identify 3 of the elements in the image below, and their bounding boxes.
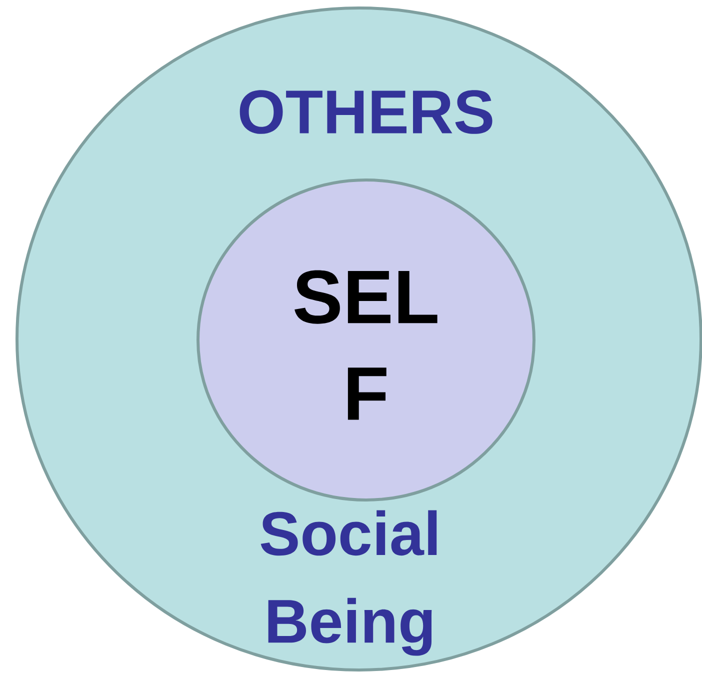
- circle-label: Social Being: [260, 510, 437, 656]
- circle-label: OTHERS: [240, 90, 492, 134]
- circle-label: SEL F: [294, 270, 438, 420]
